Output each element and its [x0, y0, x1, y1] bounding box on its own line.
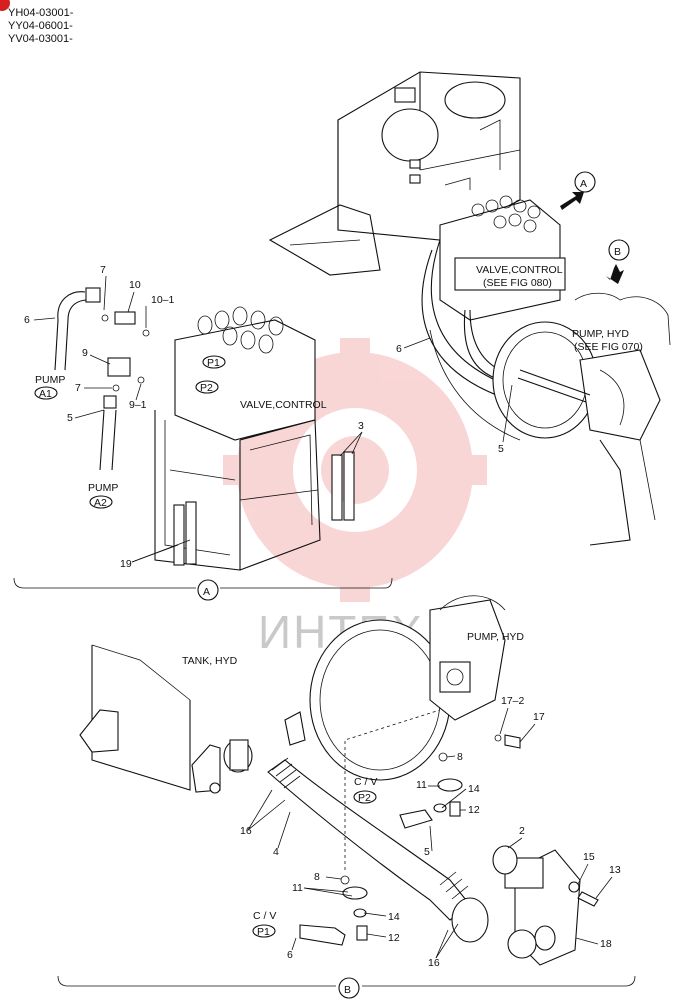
svg-text:A: A: [203, 586, 210, 598]
serial-3: YV04-03001-: [8, 33, 73, 45]
part-number: 19: [120, 558, 132, 570]
view-arrow-a: A: [560, 171, 596, 210]
view-a-tag: A: [580, 178, 587, 190]
port-p1-b-tag: P1: [252, 924, 276, 938]
machine-overview: [268, 71, 671, 546]
part-number: 6: [287, 949, 293, 961]
port-p2-tag: P2: [195, 380, 219, 394]
svg-text:P1: P1: [207, 357, 220, 369]
view-a-divider: A: [13, 577, 393, 601]
part-number: 15: [583, 851, 595, 863]
part-number: 17–2: [501, 695, 525, 707]
part-number: 10–1: [151, 294, 175, 306]
svg-text:A1: A1: [39, 388, 52, 400]
part-number: 18: [600, 938, 612, 950]
part-number: 3: [358, 420, 364, 432]
part-number: 7: [75, 382, 81, 394]
port-a1-tag: A1: [34, 386, 58, 400]
view-arrow-b: B: [606, 239, 630, 284]
view-b-diagram: [79, 595, 599, 966]
part-number: 12: [388, 932, 400, 944]
part-number: 9–1: [129, 399, 147, 411]
view-b-divider: B: [57, 975, 636, 999]
svg-text:B: B: [344, 984, 351, 996]
port-p2-b-tag: P2: [353, 790, 377, 804]
part-number: 8: [314, 871, 320, 883]
part-number: 7: [100, 264, 106, 276]
port-a2-tag: A2: [89, 495, 113, 509]
view-a-diagram: [54, 287, 355, 571]
svg-text:P1: P1: [257, 926, 270, 938]
part-number: 13: [609, 864, 621, 876]
part-number: 11: [292, 882, 303, 894]
part-number: 5: [498, 443, 504, 455]
see-fig-080-callout: (SEE FIG 080): [483, 277, 552, 289]
pump-hyd-callout: PUMP, HYD: [572, 328, 629, 340]
part-number: 9: [82, 347, 88, 359]
part-number: 5: [67, 412, 73, 424]
svg-text:A2: A2: [94, 497, 107, 509]
check-valve-label-p2: C / V: [354, 776, 377, 788]
part-number: 10: [129, 279, 141, 291]
part-number: 6: [396, 343, 402, 355]
serial-1: YH04-03001-: [8, 7, 74, 19]
svg-text:P2: P2: [358, 792, 371, 804]
part-number: 6: [24, 314, 30, 326]
tank-hyd-label: TANK, HYD: [182, 655, 238, 667]
part-number: 14: [388, 911, 400, 923]
part-number: 16: [428, 957, 440, 969]
valve-control-callout: VALVE,CONTROL: [476, 264, 563, 276]
see-fig-070-callout: (SEE FIG 070): [574, 341, 643, 353]
part-number: 17: [533, 711, 545, 723]
serial-2: YY04-06001-: [8, 20, 73, 32]
part-number: 5: [424, 846, 430, 858]
part-number: 14: [468, 783, 480, 795]
part-number: 16: [240, 825, 252, 837]
check-valve-label-p1: C / V: [253, 910, 276, 922]
view-b-tag: B: [614, 246, 621, 258]
part-number: 2: [519, 825, 525, 837]
part-number: 8: [457, 751, 463, 763]
pump-a1-label: PUMP: [35, 374, 65, 386]
port-p1-tag: P1: [202, 355, 226, 369]
pump-hyd-label: PUMP, HYD: [467, 631, 524, 643]
page-marker-badge: [0, 0, 10, 11]
svg-text:P2: P2: [200, 382, 213, 394]
part-number: 11: [416, 779, 427, 791]
part-number: 4: [273, 846, 279, 858]
part-number: 12: [468, 804, 480, 816]
pump-a2-label: PUMP: [88, 482, 118, 494]
view-a-valve-label: VALVE,CONTROL: [240, 399, 327, 411]
